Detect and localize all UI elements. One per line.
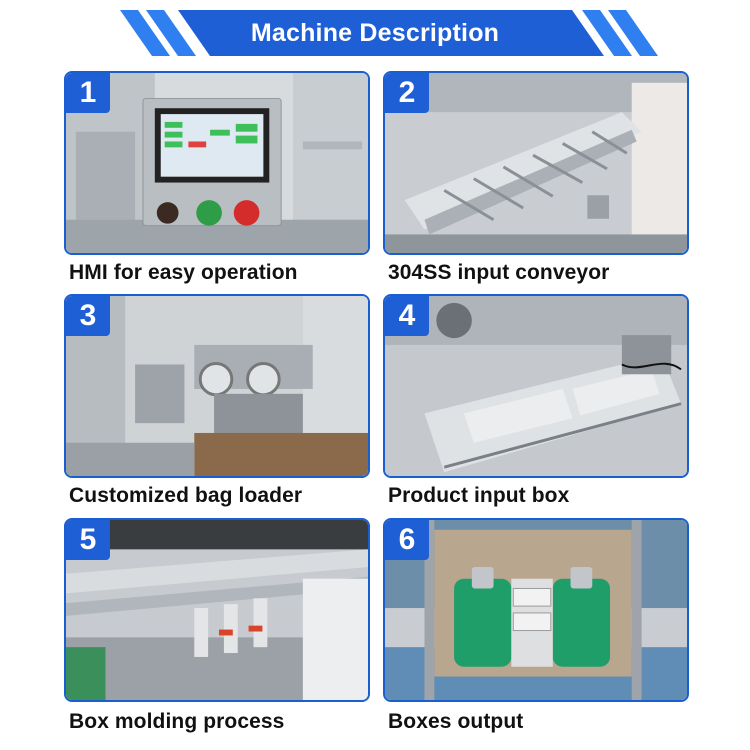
caption-bag-loader: Customized bag loader <box>69 484 303 507</box>
caption-boxes-output: Boxes output <box>388 710 524 733</box>
caption-conveyor: 304SS input conveyor <box>388 261 610 284</box>
product-input-photo <box>385 296 687 476</box>
boxes-output-photo <box>385 520 687 700</box>
caption-product-input: Product input box <box>388 484 570 507</box>
feature-card-bag-loader: 3 <box>64 294 370 478</box>
hmi-photo <box>66 73 368 253</box>
bag-loader-photo <box>66 296 368 476</box>
feature-card-conveyor: 2 <box>383 71 689 255</box>
caption-hmi: HMI for easy operation <box>69 261 298 284</box>
feature-card-product-input: 4 <box>383 294 689 478</box>
feature-card-hmi: 1 <box>64 71 370 255</box>
header-banner: Machine Description <box>0 10 750 56</box>
step-number-badge: 1 <box>66 73 110 113</box>
step-number-badge: 2 <box>385 73 429 113</box>
banner-stripes-graphic <box>120 10 658 56</box>
conveyor-photo <box>385 73 687 253</box>
box-molding-photo <box>66 520 368 700</box>
step-number-badge: 4 <box>385 296 429 336</box>
feature-card-boxes-output: 6 <box>383 518 689 702</box>
page-title: Machine Description <box>250 19 500 47</box>
feature-card-box-molding: 5 <box>64 518 370 702</box>
step-number-badge: 3 <box>66 296 110 336</box>
step-number-badge: 6 <box>385 520 429 560</box>
step-number-badge: 5 <box>66 520 110 560</box>
caption-box-molding: Box molding process <box>69 710 285 733</box>
